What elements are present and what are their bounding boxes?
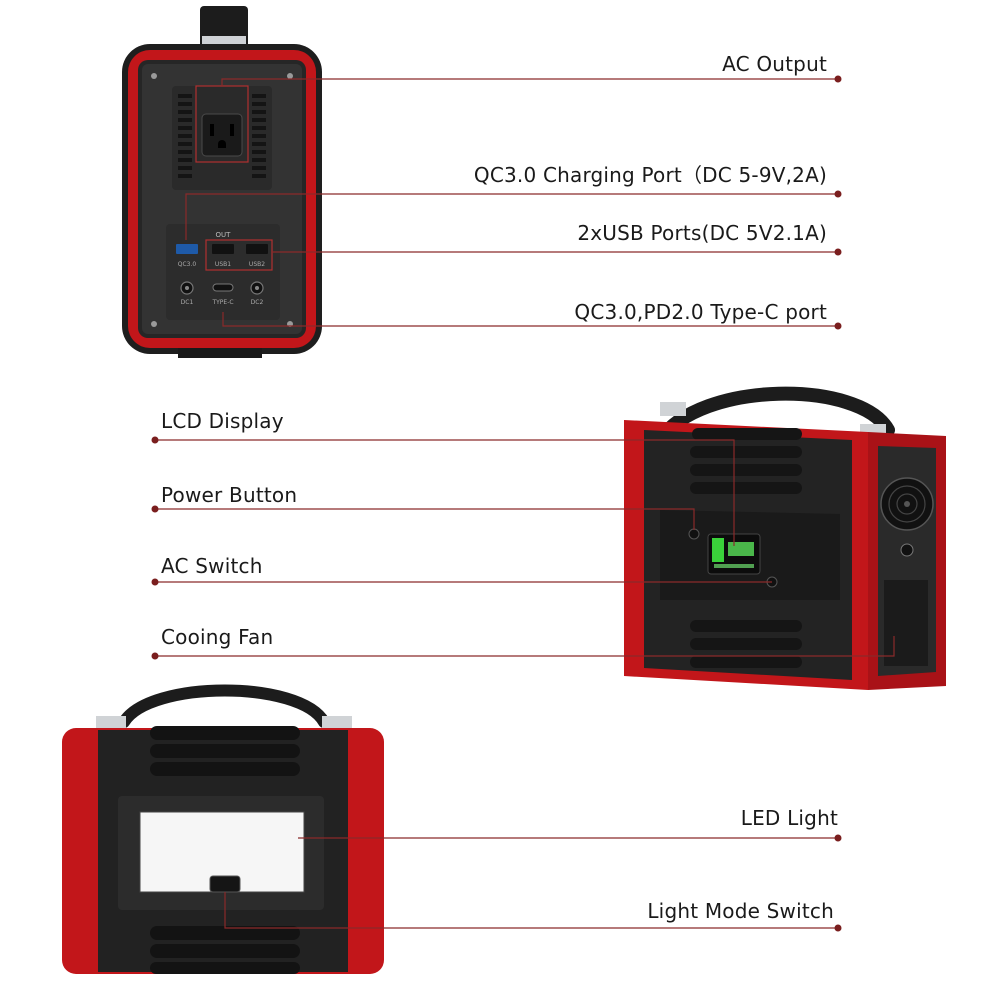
ac-outlet-icon — [201, 113, 243, 157]
dc1-port-label: DC1 — [181, 299, 194, 306]
usb2-port-label: USB2 — [249, 261, 265, 268]
label-lcd-display: LCD Display — [161, 409, 284, 433]
label-type-c-port: QC3.0,PD2.0 Type-C port — [574, 300, 827, 324]
label-cooling-fan: Cooing Fan — [161, 625, 274, 649]
marker-dots-middle — [151, 436, 159, 660]
angled-device — [624, 386, 946, 690]
handle-clip-left — [660, 402, 686, 416]
screw — [151, 321, 157, 327]
power-button-leader — [155, 508, 695, 530]
marker-dots-top — [834, 75, 842, 330]
fan-leader — [155, 636, 895, 657]
side-dc-input — [900, 543, 914, 557]
power-button-indicator — [688, 528, 700, 540]
usb1-port-label: USB1 — [215, 261, 231, 268]
dc-port-icon — [180, 281, 264, 295]
label-led-light: LED Light — [740, 806, 838, 830]
ac-output-leader — [221, 78, 838, 86]
marker-dots-bottom — [834, 834, 842, 932]
label-usb-ports: 2xUSB Ports(DC 5V2.1A) — [577, 221, 827, 245]
rear-device — [62, 684, 384, 974]
spec-label-plate — [884, 580, 928, 666]
lcd-screen-icon — [707, 533, 761, 575]
label-qc30-charging-port: QC3.0 Charging Port（DC 5-9V,2A) — [473, 163, 827, 187]
usb-highlight-box — [205, 239, 273, 271]
light-mode-leader — [224, 892, 838, 929]
leader-lines-middle — [155, 439, 895, 657]
label-ac-switch: AC Switch — [161, 554, 263, 578]
rear-handle-clip-left — [96, 716, 126, 728]
fan-grille-icon — [880, 477, 934, 531]
usb-port-icon — [176, 244, 268, 254]
rear-handle-clip-right — [322, 716, 352, 728]
type-c-port-icon — [212, 283, 234, 292]
dc2-port-label: DC2 — [251, 299, 264, 306]
vent-slots-left — [178, 94, 192, 178]
leader-lines-bottom — [224, 837, 838, 929]
label-ac-output: AC Output — [722, 52, 827, 76]
front-panel-device: OUT QC3.0 USB1 USB2 DC1 TYPE-C DC2 — [122, 6, 322, 358]
device-foot — [178, 348, 262, 358]
type-c-port-label: TYPE-C — [211, 299, 233, 306]
screw — [287, 73, 293, 79]
screw — [151, 73, 157, 79]
qc30-port-label: QC3.0 — [178, 261, 197, 268]
label-power-button: Power Button — [161, 483, 298, 507]
rear-handle — [118, 684, 330, 728]
label-light-mode-switch: Light Mode Switch — [647, 899, 834, 923]
light-mode-switch-button — [209, 875, 241, 893]
type-c-leader — [222, 312, 838, 327]
out-label: OUT — [216, 231, 232, 239]
vent-slots-right — [252, 94, 266, 178]
leader-lines-top — [185, 78, 838, 327]
carry-handle — [653, 386, 895, 447]
lcd-leader — [155, 439, 735, 546]
qc30-leader — [185, 193, 838, 240]
